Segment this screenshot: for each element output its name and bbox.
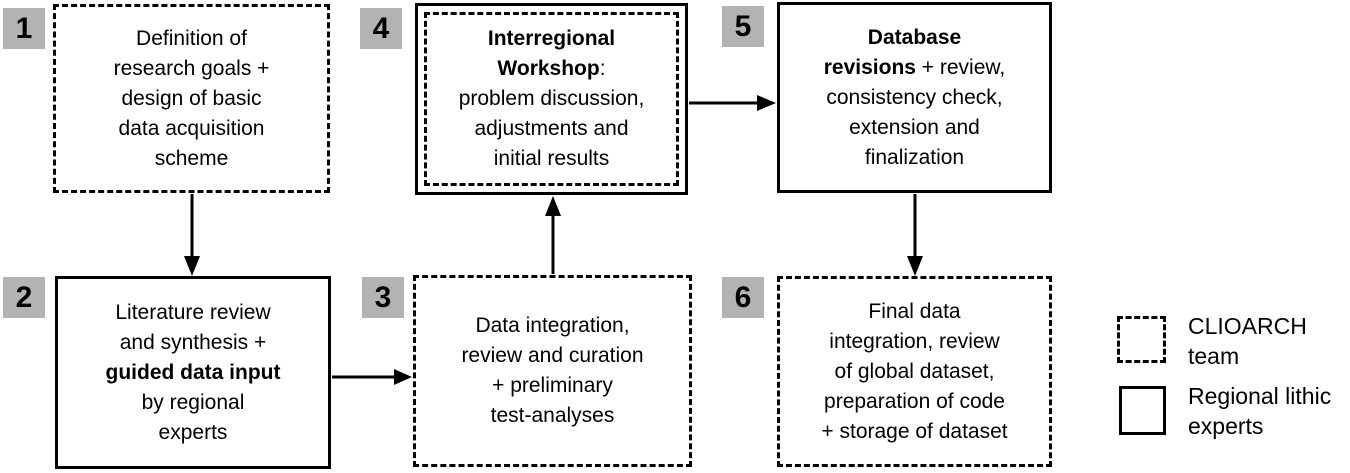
text-line: Interregional (487, 27, 616, 50)
text-line: consistency check, (826, 85, 1003, 109)
step-1-box: Definition of research goals + design of… (53, 4, 330, 193)
text-line: extension and (849, 115, 980, 139)
step-number-1: 1 (3, 8, 45, 49)
arrow-4-to-5 (689, 95, 776, 111)
step-number-5: 5 (722, 6, 764, 47)
step-number-2: 2 (3, 277, 45, 318)
legend-label-line: team (1188, 343, 1240, 369)
text-line: + preliminary (492, 374, 613, 397)
step-6-box: Final data integration, review of global… (777, 276, 1052, 467)
text-line: + storage of dataset (821, 419, 1008, 443)
text-line: revisions + review, (823, 55, 1006, 79)
text-line: design of basic (121, 86, 262, 110)
step-5-box: Database revisions + review, consistency… (777, 2, 1052, 193)
arrow-1-to-2 (184, 194, 200, 276)
text-line: research goals + (113, 56, 270, 80)
legend-label-line: experts (1188, 413, 1264, 439)
text-line: Data integration, (475, 314, 630, 337)
step-number-6: 6 (722, 277, 764, 318)
step-5-text: Database revisions + review, consistency… (824, 23, 1006, 173)
step-3-text: Data integration, review and curation + … (461, 311, 643, 431)
text-line: problem discussion, (458, 87, 645, 110)
text-line: data acquisition (118, 116, 265, 140)
text-line: preparation of code (824, 389, 1005, 413)
text-line: Workshop: (497, 57, 606, 80)
text-line: integration, review (829, 329, 1000, 353)
step-4-box: Interregional Workshop: problem discussi… (415, 3, 688, 195)
legend-label-line: Regional lithic (1188, 383, 1332, 409)
step-1-text: Definition of research goals + design of… (114, 24, 270, 174)
text-line: Database (867, 25, 962, 49)
text-line: Literature review (115, 300, 271, 324)
step-2-box: Literature review and synthesis + guided… (55, 276, 331, 469)
step-number-3: 3 (362, 277, 404, 318)
step-number-4: 4 (360, 8, 402, 49)
text-line: guided data input (105, 360, 281, 384)
text-line: scheme (154, 146, 229, 170)
step-3-box: Data integration, review and curation + … (413, 275, 692, 467)
text-line: finalization (864, 145, 965, 169)
text-line: and synthesis + (119, 330, 267, 354)
text-line: Definition of (136, 26, 247, 50)
text-line: experts (158, 420, 228, 444)
arrow-2-to-3 (332, 369, 412, 385)
legend-label-line: CLIOARCH (1188, 313, 1307, 339)
step-4-text: Interregional Workshop: problem discussi… (459, 24, 645, 174)
text-line: test-analyses (490, 404, 615, 427)
arrow-5-to-6 (907, 194, 923, 276)
legend-label-clioarch: CLIOARCH team (1188, 311, 1307, 371)
text-line: Final data (868, 299, 961, 323)
text-line: of global dataset, (834, 359, 995, 383)
legend-label-regional: Regional lithic experts (1188, 381, 1331, 441)
step-6-text: Final data integration, review of global… (821, 297, 1007, 447)
text-line: initial results (493, 147, 610, 170)
arrow-3-to-4 (545, 196, 561, 274)
step-2-text: Literature review and synthesis + guided… (106, 298, 281, 448)
legend-solid-swatch (1119, 386, 1166, 435)
text-line: adjustments and (474, 117, 629, 140)
text-line: by regional (141, 390, 245, 414)
text-line: review and curation (461, 344, 644, 367)
legend-dashed-swatch (1117, 316, 1166, 363)
